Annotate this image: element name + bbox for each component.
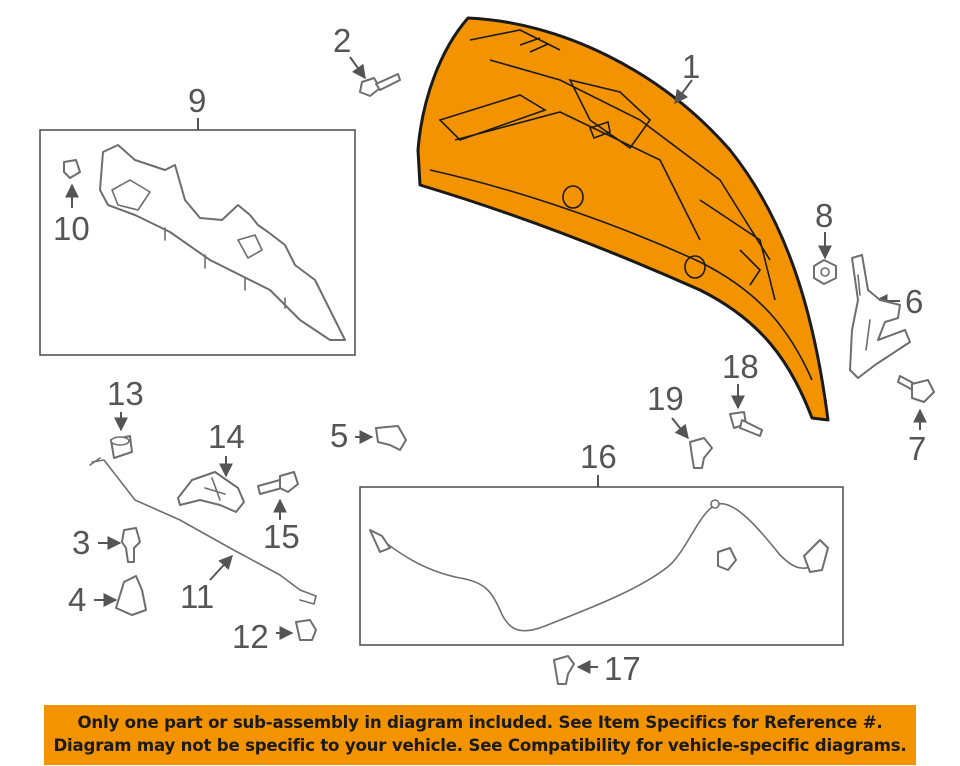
rod-holder-4[interactable]	[115, 575, 147, 616]
prop-rod[interactable]	[89, 457, 317, 605]
callout-15: 15	[263, 518, 300, 555]
callout-14: 14	[208, 418, 245, 455]
disclaimer-banner: Only one part or sub-assembly in diagram…	[44, 705, 916, 765]
bumper-5[interactable]	[375, 425, 407, 451]
callout-2: 2	[333, 22, 351, 59]
callout-13: 13	[107, 375, 144, 412]
grommet-13[interactable]	[110, 435, 133, 459]
disclaimer-line-2: Diagram may not be specific to your vehi…	[53, 736, 907, 755]
callout-5: 5	[330, 417, 348, 454]
callout-18: 18	[722, 348, 759, 385]
release-cable[interactable]	[369, 499, 829, 632]
latch-14[interactable]	[177, 471, 245, 513]
nut-8[interactable]	[813, 259, 837, 285]
hood-hinge[interactable]	[849, 254, 911, 379]
bolt-15[interactable]	[257, 471, 299, 495]
callout-7: 7	[908, 430, 926, 467]
callout-16: 16	[580, 438, 617, 475]
callout-9: 9	[188, 82, 206, 119]
callout-19: 19	[647, 380, 684, 417]
disclaimer-line-1: Only one part or sub-assembly in diagram…	[77, 713, 883, 732]
hood-panel[interactable]	[416, 16, 830, 422]
part-9-box	[39, 129, 356, 356]
clip-10[interactable]	[63, 159, 81, 179]
callout-4: 4	[68, 581, 86, 618]
clip-19[interactable]	[689, 437, 713, 469]
clip-12[interactable]	[295, 619, 317, 641]
hood-insulator[interactable]	[99, 144, 346, 341]
bolt-18[interactable]	[729, 411, 763, 437]
clip-17[interactable]	[553, 655, 575, 685]
bolt-7[interactable]	[897, 375, 935, 403]
callout-12: 12	[232, 618, 269, 655]
callout-1: 1	[682, 48, 700, 85]
callout-6: 6	[905, 283, 923, 320]
bolt-2[interactable]	[359, 73, 401, 97]
callout-8: 8	[815, 197, 833, 234]
clip-3[interactable]	[121, 527, 141, 563]
callout-11: 11	[180, 578, 214, 615]
callout-10: 10	[53, 210, 90, 247]
part-16-box	[359, 486, 844, 646]
callout-17: 17	[604, 650, 641, 687]
callout-3: 3	[72, 524, 90, 561]
